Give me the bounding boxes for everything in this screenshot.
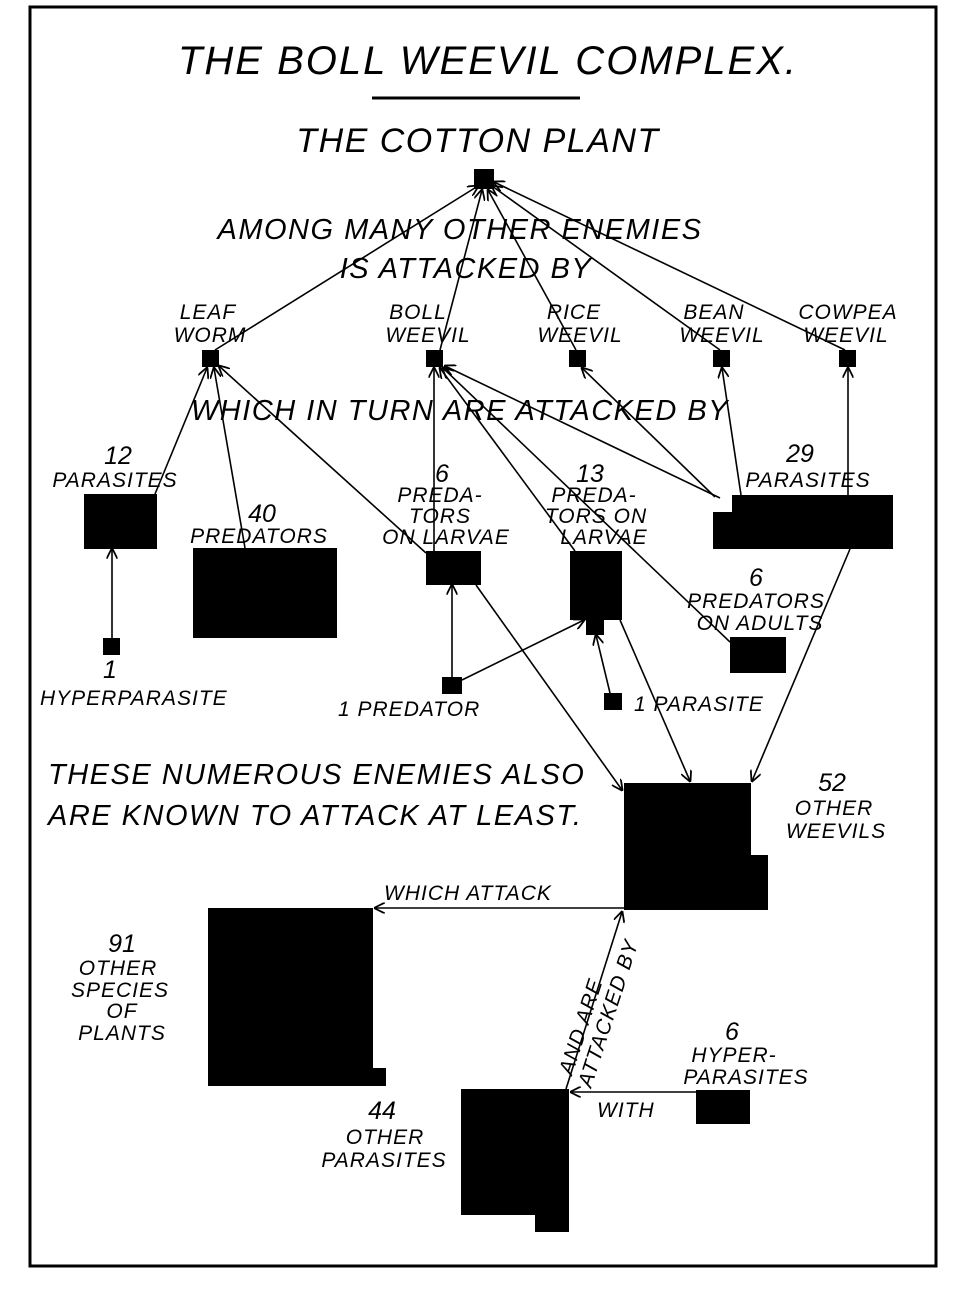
predators-13-larvae-line1: PREDA- (551, 484, 636, 507)
other-weevils-52-count: 52 (818, 769, 846, 797)
among-enemies-line2: IS ATTACKED BY (340, 253, 594, 285)
cowpea-weevil-label-line2: WEEVIL (803, 324, 888, 347)
edge-leafworm-cotton (214, 186, 478, 351)
cowpea-weevil-node (839, 350, 856, 367)
predators-40-label: PREDATORS (190, 525, 328, 548)
parasite-1-label: 1 PARASITE (634, 693, 764, 716)
which-attack-label: WHICH ATTACK (384, 882, 552, 905)
cotton-plant-label: THE COTTON PLANT (296, 122, 660, 160)
edge-para1-pl13 (596, 635, 611, 694)
rice-weevil-node (569, 350, 586, 367)
other-weevils-52-line2: WEEVILS (786, 820, 886, 843)
boll-weevil-node (426, 350, 443, 367)
numerous-enemies-line2: ARE KNOWN TO ATTACK AT LEAST. (46, 800, 582, 832)
parasites-29-label: PARASITES (745, 469, 870, 492)
other-plants-91-line4: PLANTS (78, 1022, 166, 1045)
edge-p29-bean (722, 368, 742, 496)
with-label: WITH (597, 1099, 655, 1122)
hyperparasite-1-count: 1 (103, 656, 117, 684)
numerous-enemies-line1: THESE NUMEROUS ENEMIES ALSO (48, 759, 585, 791)
edge-p29-weevils52 (752, 548, 851, 781)
bean-weevil-label-line2: WEEVIL (679, 324, 764, 347)
bean-weevil-node (713, 350, 730, 367)
other-plants-91-line1: OTHER (79, 957, 158, 980)
predators-40-count: 40 (248, 500, 276, 528)
cotton-plant-node (474, 169, 494, 189)
edges (112, 182, 850, 1092)
edge-parasites44-weevils (565, 912, 622, 1090)
predators-6-larvae-line1: PREDA- (397, 484, 482, 507)
predators-6-adults-line2: ON ADULTS (697, 612, 824, 635)
page-frame (28, 5, 938, 1268)
leaf-worm-label-line1: LEAF (180, 301, 237, 324)
parasites-12-block (84, 494, 157, 549)
other-weevils-52-line1: OTHER (795, 797, 874, 820)
other-plants-91-line2: SPECIES (71, 979, 169, 1002)
other-parasites-44-line2: PARASITES (321, 1149, 446, 1172)
predators-6-adults-count: 6 (749, 564, 763, 592)
rice-weevil-label-line2: WEEVIL (537, 324, 622, 347)
predator-1-node (442, 677, 462, 694)
edge-boll-cotton (439, 190, 482, 351)
parasite-1-node (604, 693, 622, 710)
predators-6-larvae-line2: TORS (409, 505, 471, 528)
predators-13-larvae-count: 13 (576, 460, 604, 488)
hyperparasite-1-label: HYPERPARASITE (40, 687, 228, 710)
bean-weevil-label-line1: BEAN (683, 301, 744, 324)
edge-p12-leafworm (154, 368, 207, 495)
predators-13-larvae-line2: TORS ON (545, 505, 647, 528)
other-weevils-52-block (624, 783, 768, 910)
edge-bean-cotton (492, 186, 721, 351)
leaf-worm-label-line2: WORM (174, 324, 247, 347)
edge-pl6-leafworm (219, 366, 427, 554)
edge-pl13-weevils52 (619, 619, 690, 781)
parasites-12-label: PARASITES (52, 469, 177, 492)
edge-p40-leafworm (214, 368, 246, 549)
other-plants-91-block (208, 908, 386, 1086)
edge-p29-rice (582, 368, 716, 498)
edge-cowpea-cotton (494, 182, 846, 351)
hyperparasites-6-count: 6 (725, 1018, 739, 1046)
hyperparasites-6-block (696, 1090, 750, 1124)
predators-13-larvae-line3: LARVAE (560, 526, 647, 549)
parasites-29-block (713, 495, 893, 549)
which-in-turn-label: WHICH IN TURN ARE ATTACKED BY (191, 395, 730, 427)
other-parasites-44-count: 44 (368, 1097, 396, 1125)
cowpea-weevil-label-line1: COWPEA (798, 301, 897, 324)
among-enemies-line1: AMONG MANY OTHER ENEMIES (215, 214, 702, 246)
diagram-title: THE BOLL WEEVIL COMPLEX. (178, 39, 798, 83)
hyperparasite-1-node (103, 638, 120, 655)
hyperparasites-6-line1: HYPER- (691, 1044, 776, 1067)
other-plants-91-line3: OF (106, 1000, 137, 1023)
hyperparasites-6-line2: PARASITES (683, 1066, 808, 1089)
boll-weevil-label-line2: WEEVIL (385, 324, 470, 347)
parasites-12-count: 12 (104, 442, 132, 470)
edge-pl13-boll (440, 368, 576, 552)
parasites-29-count: 29 (785, 440, 814, 468)
leaf-worm-node (202, 350, 219, 367)
rice-weevil-label-line1: RICE (547, 301, 601, 324)
other-parasites-44-line1: OTHER (346, 1126, 425, 1149)
predators-6-larvae-line3: ON LARVAE (382, 526, 510, 549)
predators-40-block (193, 548, 337, 638)
edge-pl6-weevils52 (475, 584, 622, 790)
predators-6-adults-line1: PREDATORS (687, 590, 825, 613)
other-parasites-44-block (461, 1089, 569, 1232)
boll-weevil-label-line1: BOLL (389, 301, 447, 324)
predators-6-larvae-count: 6 (435, 460, 449, 488)
predator-1-label: 1 PREDATOR (338, 698, 480, 721)
edge-pa6-boll (443, 368, 731, 643)
edge-p29-boll (445, 366, 721, 499)
predators-6-larvae-block (426, 551, 481, 585)
predators-13-larvae-block (570, 551, 622, 635)
edge-rice-cotton (488, 190, 577, 351)
other-plants-91-count: 91 (108, 930, 136, 958)
predators-6-adults-block (730, 637, 786, 673)
